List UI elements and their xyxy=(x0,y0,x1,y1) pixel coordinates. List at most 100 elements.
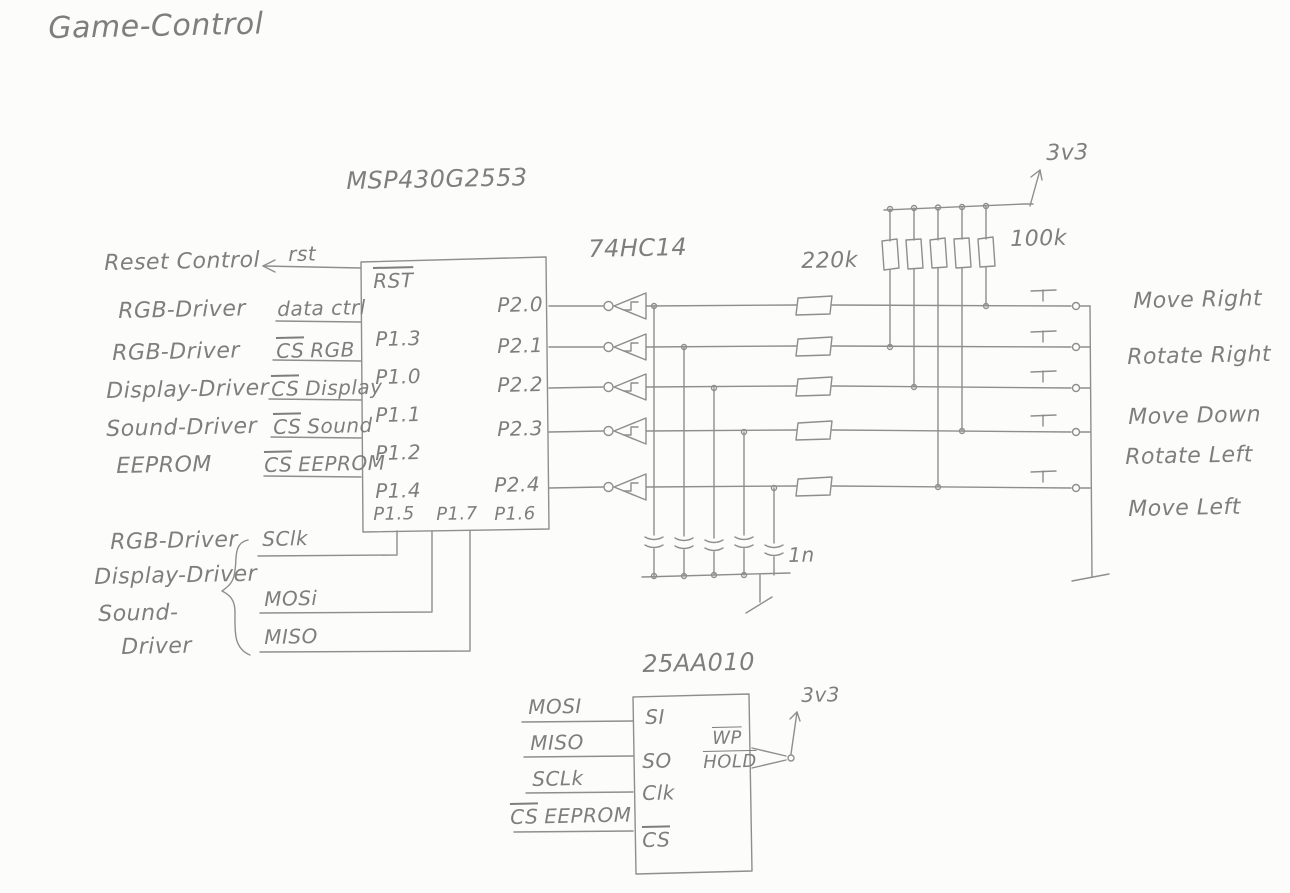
inverter-bubble xyxy=(603,425,614,437)
eeprom-label-sclk: SCLk xyxy=(531,765,584,791)
eeprom-label-mosi: MOSI xyxy=(527,693,583,719)
power-arrowhead xyxy=(789,711,801,722)
hysteresis-icon xyxy=(623,301,639,311)
eeprom-label-miso: MISO xyxy=(529,729,585,755)
button-ground-rail xyxy=(1071,305,1110,582)
inverter-bubble xyxy=(603,481,614,493)
hysteresis-icon xyxy=(623,482,639,492)
series-resistor-value: 220k xyxy=(800,247,859,274)
mcu-pin-rst: RST xyxy=(372,268,414,293)
cs-bar: CS xyxy=(509,804,539,829)
spi-wires xyxy=(257,530,471,653)
signal-name: Display xyxy=(305,374,383,401)
mcu-pin-p24: P2.4 xyxy=(493,472,541,497)
capacitor-icon xyxy=(704,539,724,552)
spi-device-display-driver: Display-Driver xyxy=(93,561,258,590)
mcu-pin-p15: P1.5 xyxy=(372,503,415,525)
eeprom-power xyxy=(751,711,801,769)
inverter-chip-name: 74HC14 xyxy=(587,232,688,263)
capacitor-ground-rail xyxy=(641,571,791,614)
mcu-box xyxy=(360,256,550,533)
capacitor-icon xyxy=(734,536,754,549)
series-resistor xyxy=(795,476,833,497)
cs-bar: CS xyxy=(270,376,300,401)
device-label-rgb-driver-1: RGB-Driver xyxy=(117,296,247,324)
button-label-move-left: Move Left xyxy=(1127,494,1242,522)
pullup-resistors xyxy=(881,202,996,491)
power-arrowhead xyxy=(1030,169,1043,181)
mcu-pin-p13: P1.3 xyxy=(374,326,422,351)
power-label-eeprom: 3v3 xyxy=(800,682,841,707)
mcu-pin-p21: P2.1 xyxy=(496,333,544,358)
hysteresis-icon xyxy=(623,426,639,436)
mcu-pin-p11: P1.1 xyxy=(374,402,422,427)
cs-bar: CS xyxy=(275,338,305,363)
spi-signal-sclk: SClk xyxy=(261,526,309,551)
pullup-resistor-icon xyxy=(905,238,924,270)
button-label-move-right: Move Right xyxy=(1132,286,1263,314)
pullup-resistor-icon xyxy=(977,236,996,268)
power-rail xyxy=(883,169,1043,211)
eeprom-pin-cs: CS xyxy=(641,827,671,852)
inverter-bubble xyxy=(603,300,614,312)
driver-brace xyxy=(221,539,251,656)
signal-name: Sound xyxy=(307,412,373,439)
hysteresis-icon xyxy=(623,342,639,352)
eeprom-chip-name: 25AA010 xyxy=(641,647,756,678)
spi-device-driver: Driver xyxy=(120,633,193,660)
capacitor-value: 1n xyxy=(787,542,815,567)
device-label-eeprom: EEPROM xyxy=(115,451,213,479)
power-label-top: 3v3 xyxy=(1045,140,1090,166)
inverter-bubble xyxy=(603,341,614,353)
debounce-capacitors xyxy=(644,302,784,577)
ground-icon xyxy=(745,596,773,614)
eeprom-pin-so: SO xyxy=(641,748,672,773)
cs-bar: CS xyxy=(263,452,293,477)
series-resistor xyxy=(795,336,833,357)
mcu-pin-p17: P1.7 xyxy=(435,503,478,525)
spi-device-sound: Sound- xyxy=(97,600,179,627)
eeprom-wires xyxy=(513,720,634,833)
button-label-rotate-left: Rotate Left xyxy=(1124,442,1254,470)
pushbutton-icon xyxy=(1030,414,1057,427)
eeprom-pin-si: SI xyxy=(644,704,666,729)
device-label-rgb-driver-2: RGB-Driver xyxy=(111,338,241,366)
mcu-name: MSP430G2553 xyxy=(345,163,528,195)
pushbutton-icon xyxy=(1030,289,1057,302)
pullup-resistor-icon xyxy=(953,237,972,269)
signal-name: RGB xyxy=(310,337,356,363)
signal-row-4 xyxy=(548,414,1091,445)
pullup-resistor-value: 100k xyxy=(1009,225,1068,252)
hysteresis-icon xyxy=(623,382,639,392)
signal-name: EEPROM xyxy=(298,450,386,477)
button-label-move-down: Move Down xyxy=(1127,402,1262,430)
eeprom-pin-hold: HOLD xyxy=(702,750,758,773)
mcu-pin-p23: P2.3 xyxy=(496,416,544,441)
power-arrow xyxy=(1029,169,1041,207)
mcu-pin-p10: P1.0 xyxy=(374,364,422,389)
signal-row-2 xyxy=(548,330,1091,361)
capacitor-icon xyxy=(674,537,694,550)
inverter-triangle xyxy=(613,292,647,320)
inverter-triangle xyxy=(613,417,647,445)
mcu-pin-p22: P2.2 xyxy=(496,372,544,397)
signal-name: EEPROM xyxy=(544,802,632,829)
pushbutton-icon xyxy=(1030,470,1057,483)
device-label-sound-driver: Sound-Driver xyxy=(105,413,258,442)
mcu-pin-p16: P1.6 xyxy=(493,503,536,525)
inverter-bubble xyxy=(603,381,614,393)
ground-icon xyxy=(1071,573,1110,582)
signal-row-1 xyxy=(548,289,1091,320)
signal-label-data-ctrl: data ctrl xyxy=(276,295,366,321)
series-resistor xyxy=(795,420,833,441)
pushbutton-icon xyxy=(1030,330,1057,343)
pullup-resistor-icon xyxy=(929,237,948,269)
inverter-triangle xyxy=(613,473,647,501)
series-resistor xyxy=(795,295,833,316)
